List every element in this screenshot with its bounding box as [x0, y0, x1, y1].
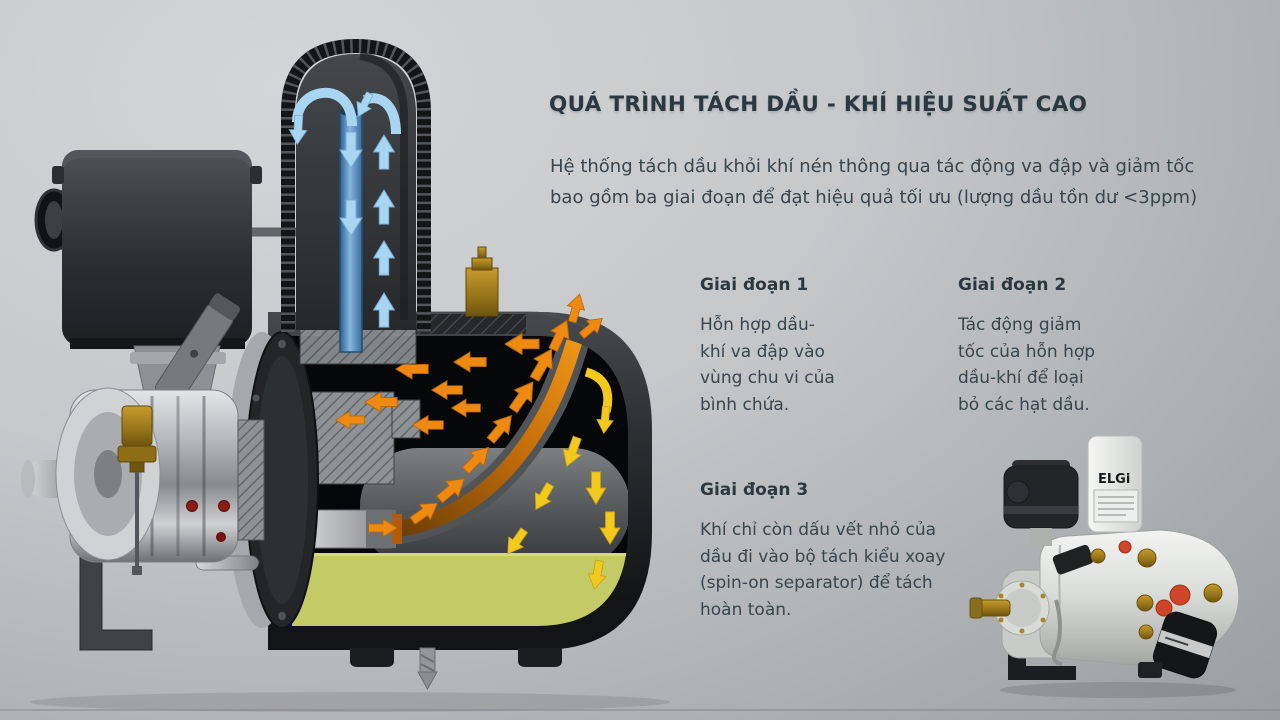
air-filter — [34, 150, 262, 349]
separator-tank — [268, 246, 652, 691]
unloader-actuator — [155, 293, 241, 404]
oil-pool — [292, 553, 628, 626]
discharge-canister — [281, 38, 431, 365]
tank-feet — [350, 648, 562, 667]
red-plug — [186, 500, 198, 512]
brass-fitting — [117, 405, 157, 473]
airend-element — [21, 387, 265, 651]
red-plug — [218, 500, 230, 512]
product-photo: ELGi — [969, 435, 1240, 680]
product-oil-filter — [1152, 611, 1218, 679]
product-drain-valve — [1138, 662, 1162, 678]
machine-shadow — [30, 692, 670, 712]
product-brass-ports — [1090, 548, 1223, 640]
product-air-filter — [1003, 460, 1079, 546]
product-logo-text: ELGi — [1098, 472, 1130, 487]
inner-drum — [360, 448, 628, 568]
floor-line — [0, 709, 1280, 711]
stage-3-heading: Giai đoạn 3 — [700, 480, 809, 500]
minimum-pressure-valve — [465, 246, 499, 317]
intro-text: Hệ thống tách dầu khỏi khí nén thông qua… — [550, 156, 1198, 208]
drain-fitting — [417, 647, 438, 691]
product-shaft — [969, 580, 1050, 636]
product-hose — [1052, 599, 1063, 666]
page-title: QUÁ TRÌNH TÁCH DẦU - KHÍ HIỆU SUẤT CAO — [549, 92, 1088, 117]
stage-2-heading: Giai đoạn 2 — [958, 275, 1067, 295]
product-separator-cartridge: ELGi — [1087, 435, 1143, 533]
product-red-caps — [1118, 540, 1191, 617]
red-plug — [216, 532, 226, 542]
cartridge-label — [1093, 489, 1139, 523]
product-shadow — [1000, 682, 1236, 698]
stage-1-heading: Giai đoạn 1 — [700, 275, 809, 295]
product-solenoid — [1052, 544, 1094, 575]
mounting-bracket — [79, 547, 153, 651]
